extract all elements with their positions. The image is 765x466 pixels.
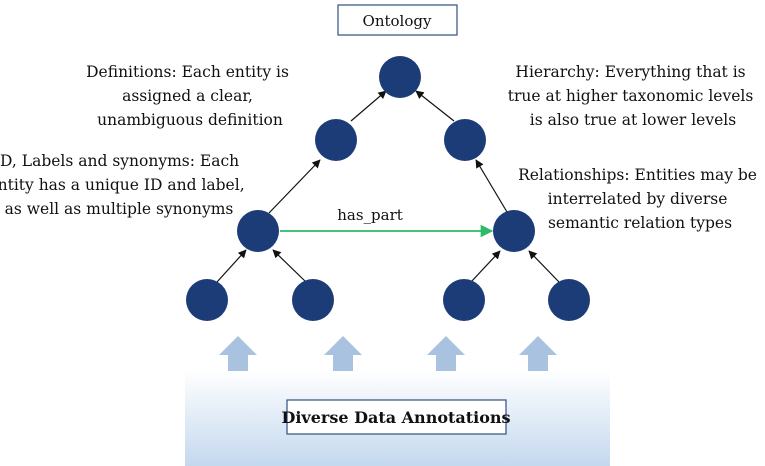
hierarchy-line: is also true at lower levels: [530, 111, 736, 129]
relationships-line: Relationships: Entities may be: [518, 166, 757, 184]
id-labels-line: entity has a unique ID and label,: [0, 176, 245, 194]
hierarchy-annotation: Hierarchy: Everything that is true at hi…: [508, 63, 759, 129]
definitions-line: unambiguous definition: [97, 111, 283, 129]
node-level3-left: [237, 210, 279, 252]
node-leaf-3: [443, 279, 485, 321]
title-text: Ontology: [363, 12, 432, 30]
node-leaf-4: [548, 279, 590, 321]
id-labels-annotation: ID, Labels and synonyms: Each entity has…: [0, 152, 250, 218]
edge-line: [528, 250, 560, 283]
relationships-annotation: Relationships: Entities may be interrela…: [518, 166, 762, 232]
edge-line: [268, 159, 321, 214]
node-level2-right: [444, 119, 486, 161]
node-leaf-1: [186, 279, 228, 321]
definitions-line: assigned a clear,: [122, 87, 253, 105]
relationships-line: interrelated by diverse: [548, 190, 728, 208]
definitions-annotation: Definitions: Each entity is assigned a c…: [86, 63, 294, 129]
edge-line: [216, 249, 247, 283]
node-level2-left: [315, 119, 357, 161]
up-arrow-icon: [219, 336, 257, 371]
node-root: [379, 56, 421, 98]
has-part-label: has_part: [337, 206, 403, 224]
up-arrow-icon: [324, 336, 362, 371]
title-box: Ontology: [337, 4, 458, 36]
edge-line: [350, 90, 387, 122]
edge-line: [272, 249, 307, 283]
nodes: [186, 56, 590, 321]
definitions-line: Definitions: Each entity is: [86, 63, 289, 81]
node-level3-right: [493, 210, 535, 252]
relationships-line: semantic relation types: [548, 214, 732, 232]
id-labels-line: as well as multiple synonyms: [5, 200, 234, 218]
id-labels-line: ID, Labels and synonyms: Each: [0, 152, 239, 170]
hierarchy-edges: [216, 90, 560, 283]
edge-line: [470, 250, 501, 283]
up-arrows: [219, 336, 557, 371]
edge-line: [475, 159, 508, 213]
annotations-box: Diverse Data Annotations: [281, 399, 511, 435]
hierarchy-line: Hierarchy: Everything that is: [515, 63, 745, 81]
annotations-box-label: Diverse Data Annotations: [281, 408, 510, 427]
edge-line: [415, 90, 455, 122]
up-arrow-icon: [519, 336, 557, 371]
hierarchy-line: true at higher taxonomic levels: [508, 87, 754, 105]
node-leaf-2: [292, 279, 334, 321]
up-arrow-icon: [427, 336, 465, 371]
